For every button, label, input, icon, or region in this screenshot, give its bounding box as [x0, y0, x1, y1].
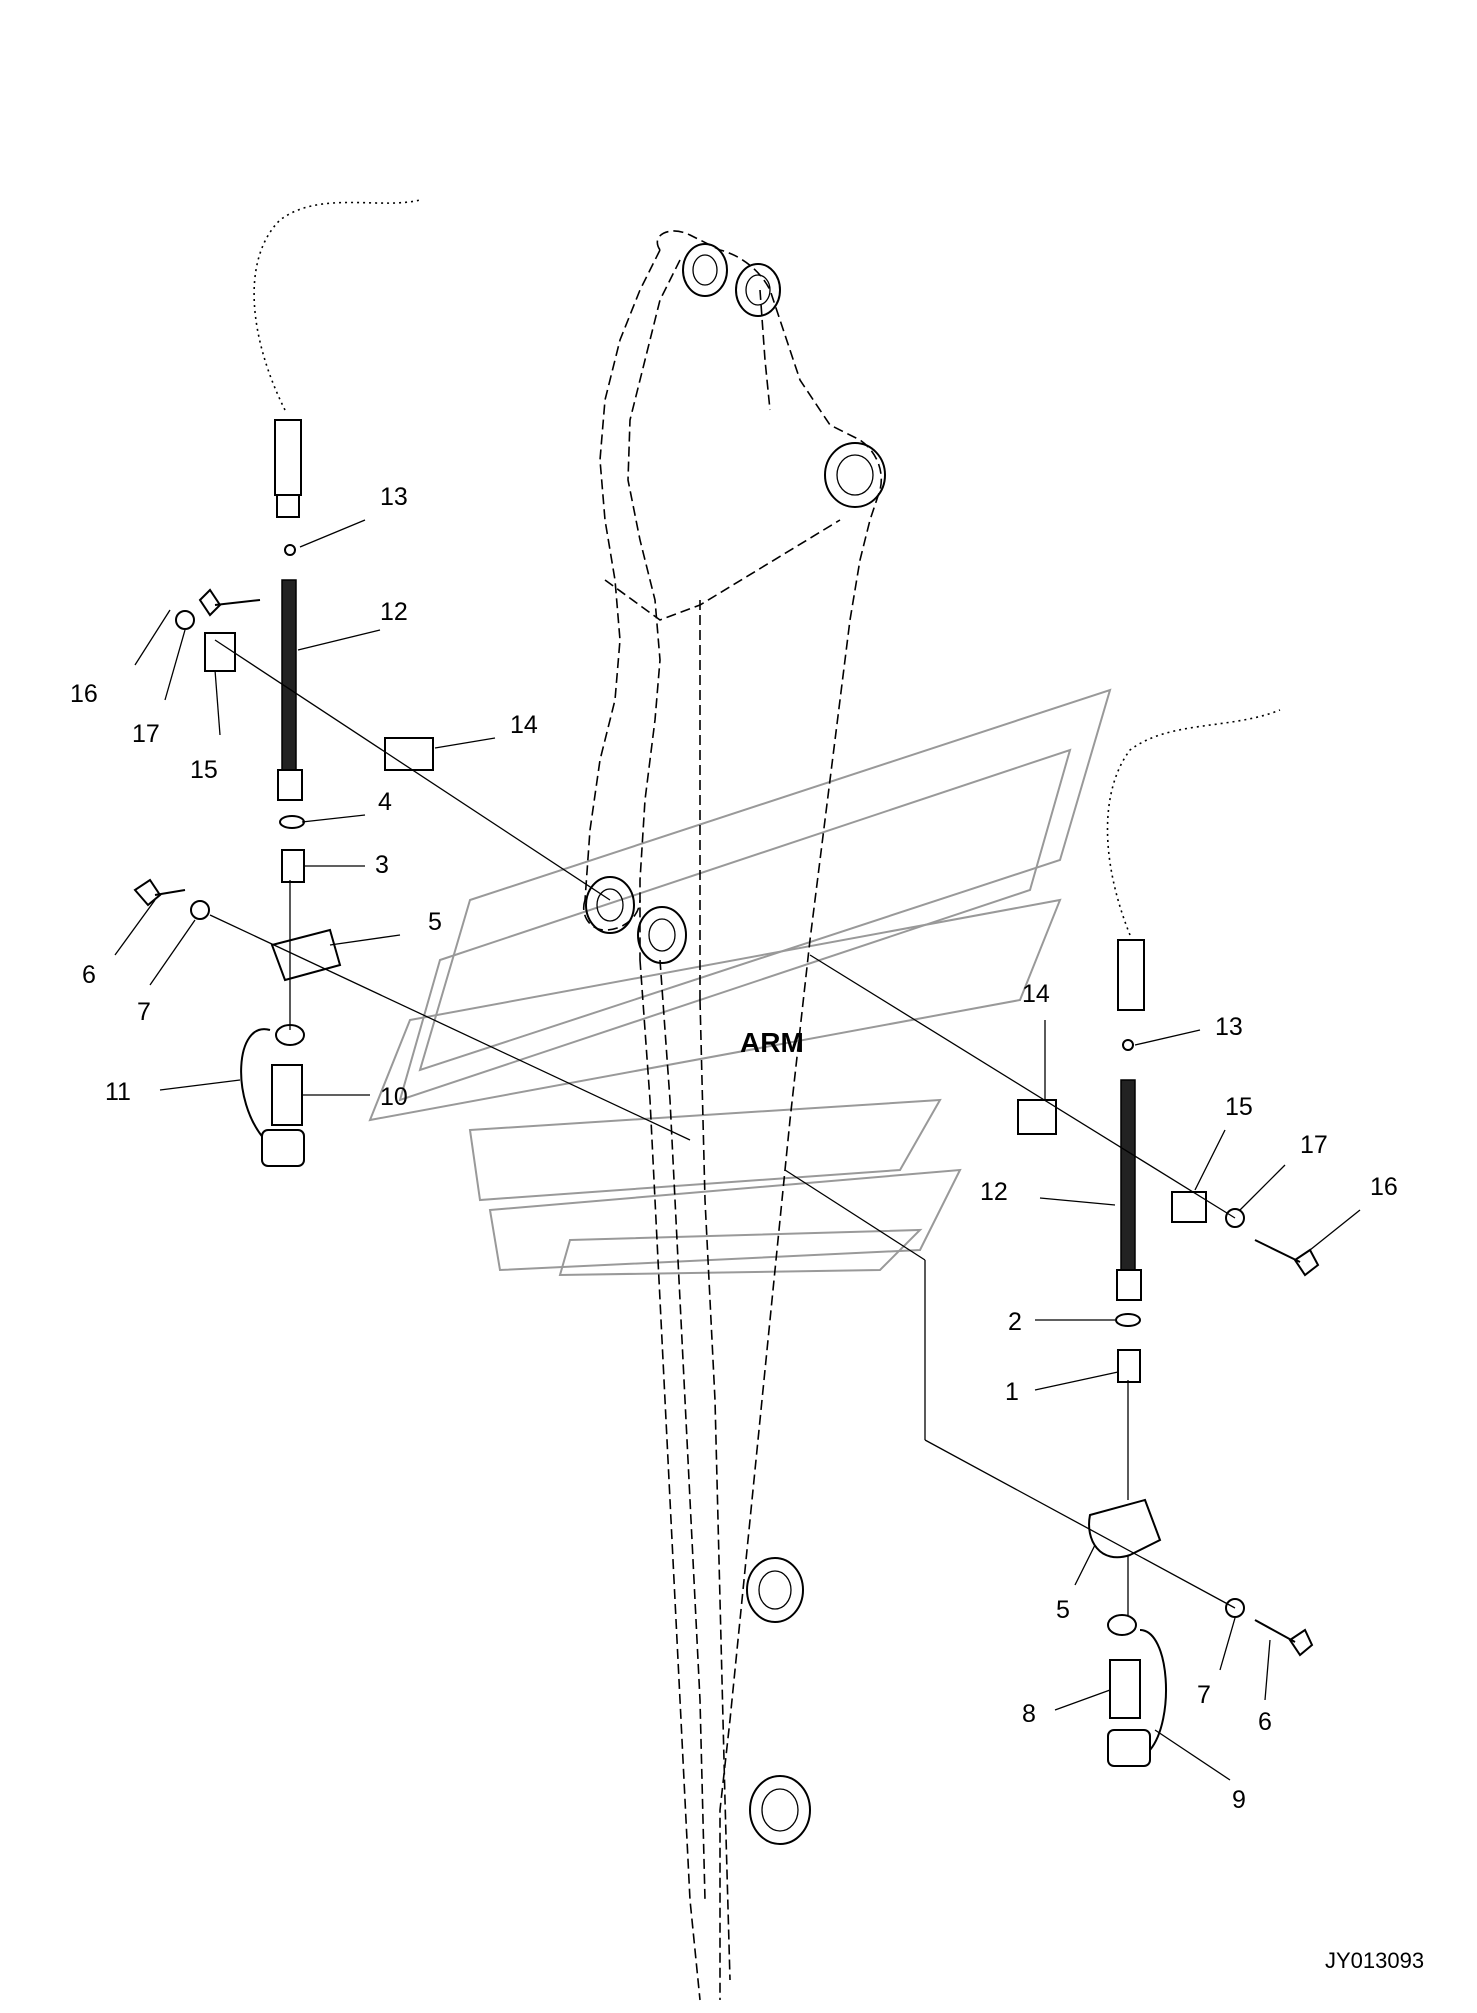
callout-1-right: 1 [1005, 1378, 1019, 1406]
right-bolt-6-head [1288, 1628, 1314, 1657]
right-coupler-8 [1109, 1659, 1141, 1719]
right-bolt-16-head [1293, 1248, 1320, 1277]
callout-10-left: 10 [380, 1083, 408, 1111]
right-plate-15 [1171, 1191, 1207, 1223]
left-bolt-16-head [198, 588, 222, 617]
left-oring-13 [284, 544, 296, 556]
callout-5-right: 5 [1056, 1596, 1070, 1624]
callout-8-right: 8 [1022, 1700, 1036, 1728]
watermark-logo [368, 688, 1112, 1277]
callout-2-right: 2 [1008, 1308, 1022, 1336]
right-plate-14 [1017, 1099, 1057, 1135]
arm-pin-bosses [585, 243, 886, 1845]
callout-15-left: 15 [190, 756, 218, 784]
left-hose-end-fitting [274, 419, 302, 496]
callout-17-right: 17 [1300, 1131, 1328, 1159]
left-plate-15 [204, 632, 236, 672]
left-coupler-10 [271, 1064, 303, 1126]
right-pipe-12 [1120, 1079, 1136, 1281]
drawing-id: JY013093 [1325, 1948, 1424, 1973]
callout-3-left: 3 [375, 851, 389, 879]
callout-12-right: 12 [980, 1178, 1008, 1206]
callout-11-left: 11 [105, 1078, 131, 1106]
callout-16-right: 16 [1370, 1173, 1398, 1201]
left-grease-assembly [133, 199, 691, 1167]
arm-label: ARM [740, 1027, 804, 1058]
left-pipe-12 [281, 579, 297, 781]
right-bracket-5 [1088, 1498, 1162, 1559]
right-hose-end-fitting [1117, 939, 1145, 1011]
callout-6-left: 6 [82, 961, 96, 989]
left-bracket-5 [270, 928, 342, 982]
callout-13-right: 13 [1215, 1013, 1243, 1041]
callout-5-left: 5 [428, 908, 442, 936]
right-oring-2 [1115, 1313, 1141, 1327]
left-bolt-6-head [133, 878, 162, 907]
right-callouts: 14 13 15 17 12 16 2 1 5 7 6 8 9 [980, 980, 1398, 1814]
callout-12-left: 12 [380, 598, 408, 626]
left-strap-11 [240, 1028, 271, 1141]
callout-7-right: 7 [1197, 1681, 1211, 1709]
callout-9-right: 9 [1232, 1786, 1246, 1814]
right-oring-13 [1122, 1039, 1134, 1051]
arm-body [583, 230, 882, 2001]
left-plate-14 [384, 737, 434, 771]
callout-6-right: 6 [1258, 1708, 1272, 1736]
callout-leaders [114, 519, 1361, 1781]
callout-14-right: 14 [1022, 980, 1050, 1008]
callout-7-left: 7 [137, 998, 151, 1026]
callout-15-right: 15 [1225, 1093, 1253, 1121]
callout-16-left: 16 [70, 680, 98, 708]
left-nipple-3 [281, 849, 305, 883]
left-washer-7 [190, 900, 210, 920]
callout-14-left: 14 [510, 711, 538, 739]
left-callouts: 13 12 16 17 15 14 4 3 6 7 5 11 10 [70, 483, 538, 1111]
callout-17-left: 17 [132, 720, 160, 748]
right-grease-assembly [784, 709, 1320, 1767]
right-nipple-1 [1117, 1349, 1141, 1383]
left-washer-17 [175, 610, 195, 630]
left-oring-4 [279, 815, 305, 829]
callout-4-left: 4 [378, 788, 392, 816]
callout-13-left: 13 [380, 483, 408, 511]
right-strap-9 [1139, 1629, 1167, 1751]
